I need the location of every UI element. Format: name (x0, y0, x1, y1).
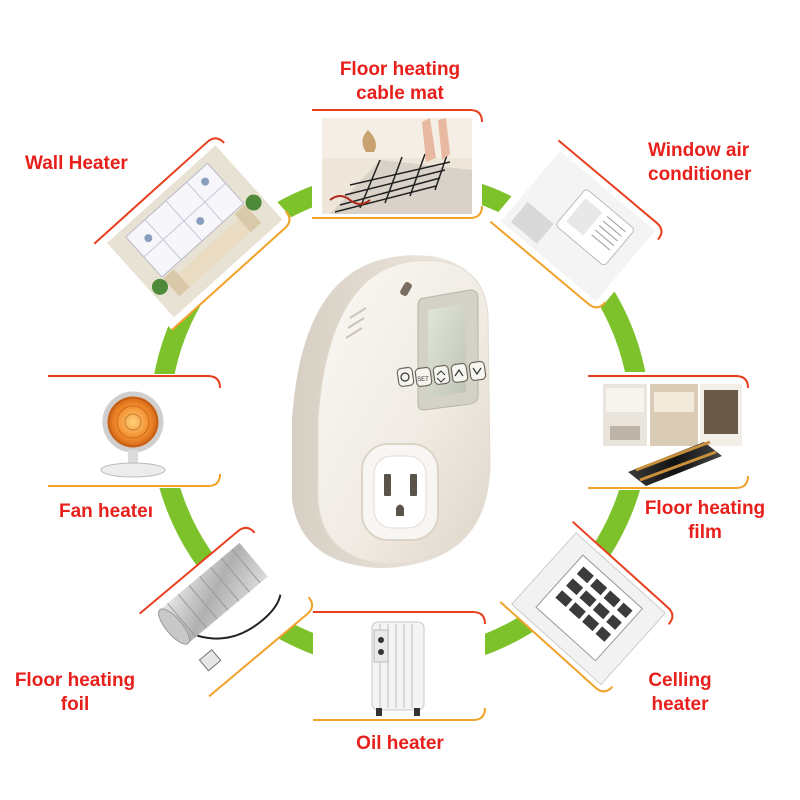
label-line: Celling (648, 670, 712, 691)
mode-button[interactable] (432, 364, 451, 385)
set-label: SET (417, 377, 429, 383)
label-oil-heater: Oil heater (320, 732, 480, 756)
label-line: Wall Heater (25, 153, 128, 174)
label-wall-heater: Wall Heater (25, 152, 165, 176)
label-line: Floor heating (644, 498, 766, 519)
image-window-air-conditioner (489, 139, 666, 312)
image-floor-heating-foil (139, 523, 317, 698)
label-line: Floor heating (14, 670, 136, 691)
image-floor-heating-cable-mat (312, 109, 483, 220)
mode-icon (436, 370, 446, 383)
label-celling-heater: Celling heater (630, 669, 730, 717)
label-fan-heater: Fan heateı (59, 500, 179, 524)
label-line: foil (60, 694, 90, 715)
up-button[interactable] (450, 362, 469, 383)
image-floor-heating-film (588, 372, 749, 490)
label-line: Floor heating (339, 59, 461, 80)
down-icon (472, 367, 482, 376)
label-window-air-conditioner: Window air conditioner (648, 139, 788, 187)
label-line: Oil heater (356, 733, 444, 754)
image-wall-heater (93, 134, 294, 331)
down-button[interactable] (468, 360, 487, 381)
label-floor-heating-foil: Floor heating foil (0, 669, 150, 717)
image-fan-heater (48, 374, 221, 488)
label-line: Fan heateı (59, 501, 153, 522)
image-oil-heater (313, 608, 486, 724)
led-indicator (400, 282, 412, 296)
up-icon (454, 368, 464, 377)
label-floor-heating-film: Floor heating film (630, 497, 780, 545)
label-line: Window air (648, 140, 750, 161)
power-outlet (361, 443, 439, 541)
label-line: heater (651, 694, 709, 715)
power-button[interactable] (396, 366, 415, 387)
image-celling-heater (499, 520, 677, 696)
set-button[interactable] (414, 366, 433, 387)
label-line: cable mat (356, 83, 444, 104)
label-line: conditioner (648, 164, 752, 185)
label-line: film (688, 522, 722, 543)
label-floor-heating-cable-mat: Floor heating cable mat (305, 58, 495, 106)
power-icon (400, 372, 410, 382)
